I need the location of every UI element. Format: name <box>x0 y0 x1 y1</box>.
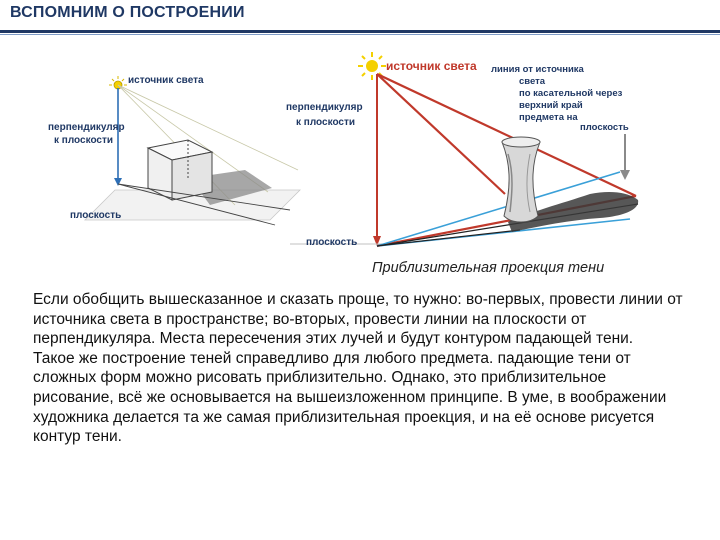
right-red-rays <box>376 73 637 248</box>
right-perpendicular-label-1: перпендикуляр <box>286 102 363 113</box>
title-underline-thin <box>0 34 720 35</box>
left-perpendicular-arrow <box>114 178 122 186</box>
title-underline <box>0 30 720 33</box>
left-perpendicular-label-1: перпендикуляр <box>48 122 125 133</box>
paragraph-1: Если обобщить вышесказанное и сказать пр… <box>33 291 683 348</box>
right-plane-label-bottom: плоскость <box>306 237 357 248</box>
right-sun-icon <box>358 52 386 80</box>
left-shadow-diagram: источник света перпендикуляр к плоскости… <box>48 75 301 226</box>
right-light-source-label: источник света <box>386 59 477 73</box>
title-bar: ВСПОМНИМ О ПОСТРОЕНИИ <box>0 0 720 35</box>
right-ray-label-3: по касательной через <box>519 88 623 99</box>
right-vase <box>501 136 541 223</box>
right-ray-label-5: предмета на <box>519 112 578 123</box>
right-plane-arrow-head <box>620 170 630 180</box>
paragraph-2: Такое же построение теней справедливо дл… <box>33 349 667 446</box>
left-perpendicular-label-2: к плоскости <box>54 135 113 146</box>
right-ray-label-1: линия от источника <box>491 64 585 75</box>
left-light-source-label: источник света <box>128 75 204 86</box>
right-perpendicular-arrow <box>373 236 381 246</box>
right-perpendicular-label-2: к плоскости <box>296 117 355 128</box>
left-cube <box>146 139 214 201</box>
left-ground-rays <box>117 183 291 226</box>
right-cast-shadow <box>508 192 639 232</box>
page-title: ВСПОМНИМ О ПОСТРОЕНИИ <box>10 4 245 21</box>
left-plane-label: плоскость <box>70 210 121 221</box>
right-ray-label-4: верхний край <box>519 100 583 111</box>
right-ray-label-2: света <box>519 76 546 87</box>
right-shadow-diagram: источник света перпендикуляр к плоскости… <box>286 52 639 248</box>
right-plane-label-right: плоскость <box>580 122 629 133</box>
shadow-projection-caption: Приблизительная проекция тени <box>372 260 605 276</box>
explanation-text: Если обобщить вышесказанное и сказать пр… <box>33 290 683 447</box>
